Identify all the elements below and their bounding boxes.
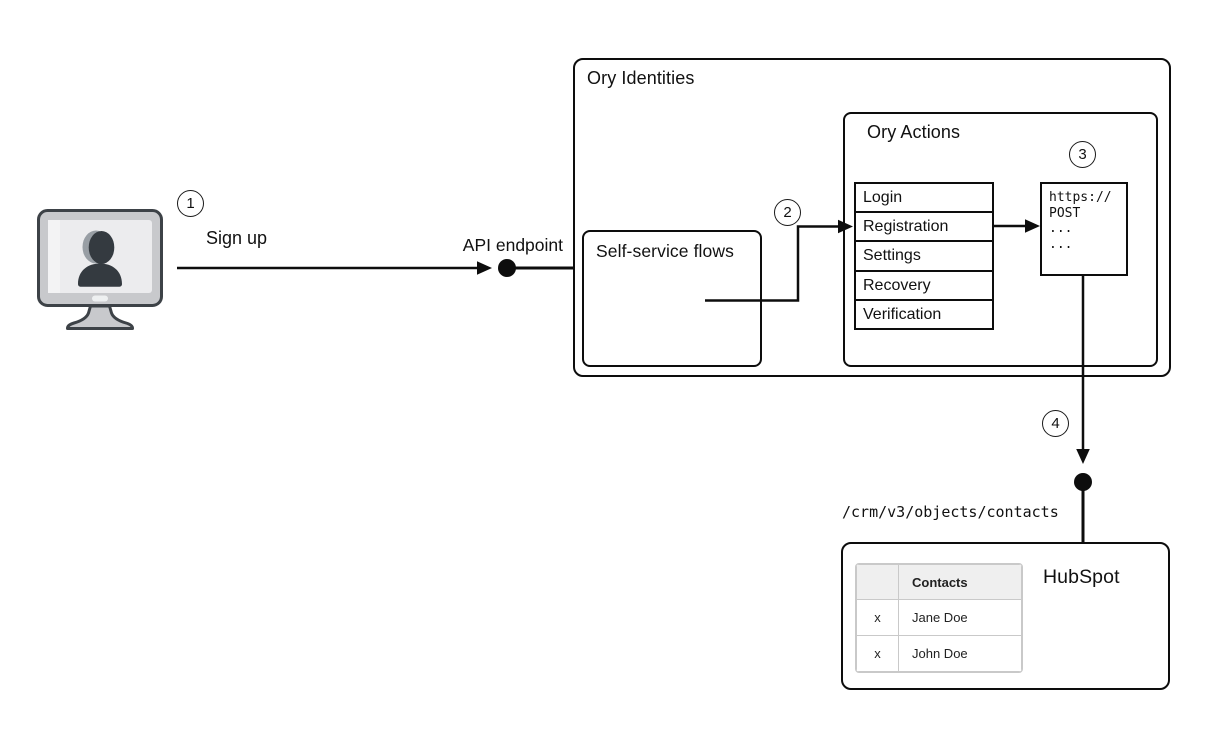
ory-actions-box <box>843 112 1158 367</box>
contact-name-cell: Jane Doe <box>898 599 1022 636</box>
contacts-header-row: Contacts <box>856 564 1022 600</box>
signup-arrow <box>177 261 492 275</box>
step-1-badge: 1 <box>177 190 204 217</box>
menu-item-recovery: Recovery <box>856 269 992 299</box>
table-row: x John Doe <box>856 635 1022 672</box>
hubspot-box <box>841 542 1170 690</box>
ory-actions-title: Ory Actions <box>867 122 961 142</box>
ory-identities-title: Ory Identities <box>587 68 695 88</box>
webhook-ellipsis-line: ... <box>1049 236 1073 252</box>
self-service-flows-title: Self-service flows <box>596 241 734 261</box>
contacts-table: Contacts x Jane Doe x John Doe <box>855 563 1023 673</box>
crm-path-label: /crm/v3/objects/contacts <box>842 503 1059 521</box>
menu-item-settings: Settings <box>856 240 992 269</box>
sign-up-label: Sign up <box>206 228 268 248</box>
api-endpoint-node-dot <box>498 259 574 277</box>
contact-name-cell: John Doe <box>898 635 1022 672</box>
webhook-method-line: POST <box>1049 205 1081 221</box>
api-endpoint-label: API endpoint <box>462 235 563 255</box>
menu-item-login: Login <box>863 189 903 206</box>
menu-item-registration: Registration <box>856 211 992 240</box>
contacts-header-cell: Contacts <box>898 564 1022 600</box>
webhook-url-line: https:// <box>1049 190 1112 205</box>
user-computer-icon <box>37 209 163 330</box>
self-service-flow-menu: Login Registration Settings Recovery Ver… <box>854 182 994 330</box>
contact-mark-cell: x <box>856 635 899 672</box>
step-3-badge: 3 <box>1069 141 1096 168</box>
webhook-request-box: https:// POST ... ... <box>1040 182 1128 276</box>
hubspot-title: HubSpot <box>1043 566 1120 588</box>
contacts-corner-cell <box>856 564 899 600</box>
webhook-ellipsis-line: ... <box>1049 221 1073 236</box>
menu-item-verification: Verification <box>856 298 992 328</box>
step-4-badge: 4 <box>1042 410 1069 437</box>
table-row: x Jane Doe <box>856 599 1022 636</box>
ory-identities-box <box>573 58 1171 377</box>
hubspot-node-dot <box>1074 473 1092 543</box>
contact-mark-cell: x <box>856 599 899 636</box>
step-2-badge: 2 <box>774 199 801 226</box>
